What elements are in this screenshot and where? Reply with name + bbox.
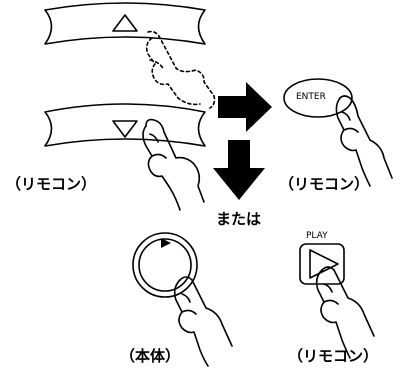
dashed-hand-icon [145, 30, 216, 109]
caption-remote-right: （リモコン） [279, 175, 370, 193]
caption-remote-left: （リモコン） [6, 175, 97, 193]
hand-icon [315, 266, 375, 359]
down-arrow-icon [213, 140, 265, 200]
hand-icon [173, 276, 233, 367]
play-key[interactable] [299, 243, 345, 285]
play-triangle-icon [309, 249, 339, 279]
play-key-label: PLAY [306, 231, 328, 241]
up-key[interactable] [44, 2, 206, 45]
down-key[interactable] [44, 103, 206, 147]
play-indicator-icon [161, 238, 171, 248]
caption-or: または [216, 210, 262, 228]
hand-icon [142, 118, 205, 211]
up-triangle-icon [112, 14, 138, 32]
enter-key[interactable] [283, 78, 353, 118]
right-arrow-icon [218, 82, 272, 132]
caption-remote-bottom: （リモコン） [288, 347, 379, 365]
hand-icon [335, 95, 393, 187]
main-unit-play-button[interactable] [132, 232, 198, 298]
caption-main-unit: （本体） [120, 347, 181, 365]
down-triangle-icon [112, 120, 138, 138]
enter-key-label: ENTER [296, 92, 326, 102]
